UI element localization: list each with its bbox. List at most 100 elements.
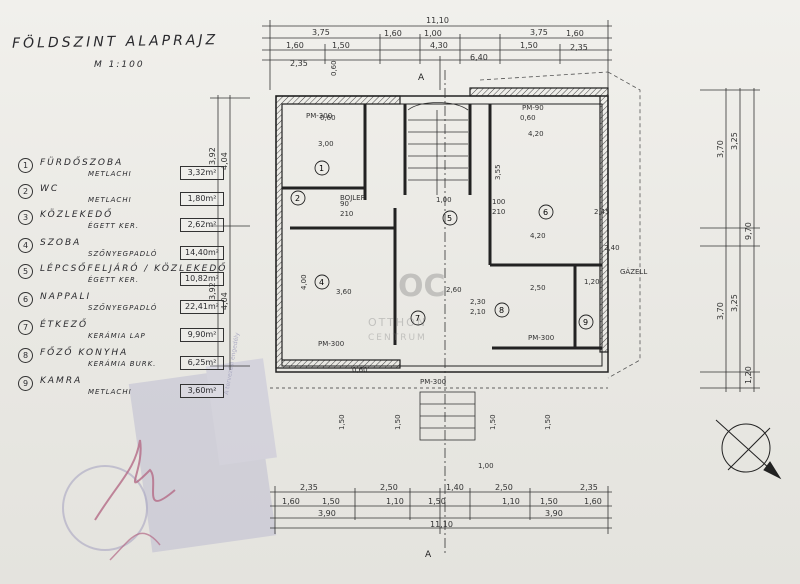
svg-text:9: 9 (583, 318, 588, 327)
dim-inner-7: 4,00 (300, 274, 308, 290)
legend-number: 3 (18, 210, 33, 225)
dim-inner-16: 210 (340, 210, 353, 218)
legend-row: 8 FŐZŐ KONYHA KERÁMIA BURK. 6,25m² (18, 346, 224, 372)
dim-bottom-14: 3,90 (545, 509, 563, 518)
dim-inner-6: 2,40 (604, 244, 620, 252)
dim-inner-9: 2,60 (446, 286, 462, 294)
legend-area: 3,32m² (180, 166, 224, 180)
dim-inner-19: 0,60 (352, 366, 368, 374)
dim-inner-22: 1,50 (489, 414, 497, 430)
svg-text:7: 7 (415, 314, 420, 323)
legend-area: 22,41m² (180, 300, 224, 314)
dim-inner-4: 2,45 (594, 208, 610, 216)
dim-bottom-10: 1,10 (502, 497, 520, 506)
legend-area: 3,60m² (180, 384, 224, 398)
legend-row: 3 KÖZLEKEDŐ ÉGETT KER. 2,62m² (18, 208, 224, 234)
legend-number: 2 (18, 184, 33, 199)
section-label-bottom: A (425, 550, 432, 560)
dim-bottom-4: 2,50 (495, 483, 513, 492)
svg-text:2: 2 (295, 194, 300, 203)
legend-row: 9 KAMRA METLACHI 3,60m² (18, 374, 224, 400)
legend-number: 1 (18, 158, 33, 173)
dim-right-6: 1,20 (744, 366, 753, 384)
round-stamp (62, 465, 148, 551)
legend-material: ÉGETT KER. (88, 276, 140, 284)
dim-left-4: 4,04 (220, 292, 229, 310)
dim-top-10: 2,35 (570, 43, 588, 52)
legend-room-name: FÜRDŐSZOBA (40, 158, 124, 168)
legend-room-name: LÉPCSŐFELJÁRÓ / KÖZLEKEDŐ (40, 264, 228, 274)
legend-room-name: KÖZLEKEDŐ (40, 210, 114, 220)
dim-bottom-5: 2,35 (580, 483, 598, 492)
bay-outline-top (479, 71, 609, 81)
dim-inner-18: 210 (492, 208, 505, 216)
dim-inner-11: 1,20 (584, 278, 600, 286)
staircase (407, 102, 469, 195)
dim-bottom-2: 2,50 (380, 483, 398, 492)
watermark-brand: OTTHON (368, 316, 427, 329)
dim-bottom-9: 1,50 (428, 497, 446, 506)
dim-bottom-3: 1,40 (446, 483, 464, 492)
legend-material: ÉGETT KER. (88, 222, 140, 230)
dim-bottom-6: 1,60 (282, 497, 300, 506)
label-gazell: GÁZELL (620, 267, 647, 276)
dim-right-5: 3,25 (730, 294, 739, 312)
dim-inner-3: 3,55 (494, 164, 502, 180)
entry-steps (270, 387, 608, 441)
dim-left-2: 4,04 (220, 152, 229, 170)
bay-outline-right (607, 71, 641, 379)
dim-right-4: 3,70 (716, 302, 725, 320)
dim-top-1: 3,75 (312, 28, 330, 37)
dim-left-3: 3,92 (208, 282, 217, 300)
dim-right-3: 9,70 (744, 222, 753, 240)
signature (94, 439, 176, 521)
dim-inner-8: 3,60 (336, 288, 352, 296)
legend-material: SZŐNYEGPADLÓ (88, 304, 158, 312)
legend-number: 5 (18, 264, 33, 279)
label-pm-5: PM-90 (522, 104, 544, 112)
section-label-top: A (418, 73, 425, 83)
legend-room-name: NAPPALI (40, 292, 92, 302)
dim-inner-14: 1,00 (436, 196, 452, 204)
legend-material: METLACHI (88, 388, 132, 396)
signature-stroke (109, 532, 161, 561)
legend-row: 2 WC METLACHI 1,80m² (18, 182, 224, 208)
label-pm-4: PM-300 (528, 334, 554, 342)
label-pm-1: PM-300 (306, 112, 332, 120)
dim-top-7: 1,00 (424, 29, 442, 38)
legend-number: 4 (18, 238, 33, 253)
dim-inner-27: 0,60 (330, 60, 338, 76)
dim-inner-25: 0,60 (320, 114, 336, 122)
dim-inner-2: 4,20 (528, 130, 544, 138)
legend-area: 6,25m² (180, 356, 224, 370)
legend-area: 1,80m² (180, 192, 224, 206)
legend-material: SZŐNYEGPADLÓ (88, 250, 158, 258)
dim-inner-26: 0,60 (520, 114, 536, 122)
dim-top-4: 1,60 (384, 29, 402, 38)
dim-top-12: 6,40 (470, 53, 488, 62)
legend-area: 14,40m² (180, 246, 224, 260)
legend-row: 4 SZOBA SZŐNYEGPADLÓ 14,40m² (18, 236, 224, 262)
legend-material: METLACHI (88, 196, 132, 204)
legend-material: KERÁMIA BURK. (88, 360, 157, 368)
dim-inner-17: 100 (492, 198, 505, 206)
legend-number: 9 (18, 376, 33, 391)
watermark-logo: OC (398, 269, 446, 304)
left-dimension-chains (210, 95, 250, 370)
legend-number: 8 (18, 348, 33, 363)
label-boiler: BOJLER (340, 194, 366, 202)
legend-row: 6 NAPPALI SZŐNYEGPADLÓ 22,41m² (18, 290, 224, 316)
dim-inner-24: 1,00 (478, 462, 494, 470)
dim-inner-13: 2,10 (470, 308, 486, 316)
legend-room-name: WC (40, 184, 60, 194)
legend-room-name: FŐZŐ KONYHA (40, 348, 129, 358)
dim-bottom-7: 1,50 (322, 497, 340, 506)
dim-bottom-8: 1,10 (386, 497, 404, 506)
dim-inner-12: 2,30 (470, 298, 486, 306)
svg-text:5: 5 (447, 214, 452, 223)
svg-text:4: 4 (319, 278, 324, 287)
label-pm-2: PM-300 (318, 340, 344, 348)
legend-material: KERÁMIA LAP (88, 332, 146, 340)
svg-text:1: 1 (319, 164, 324, 173)
legend-material: METLACHI (88, 170, 132, 178)
